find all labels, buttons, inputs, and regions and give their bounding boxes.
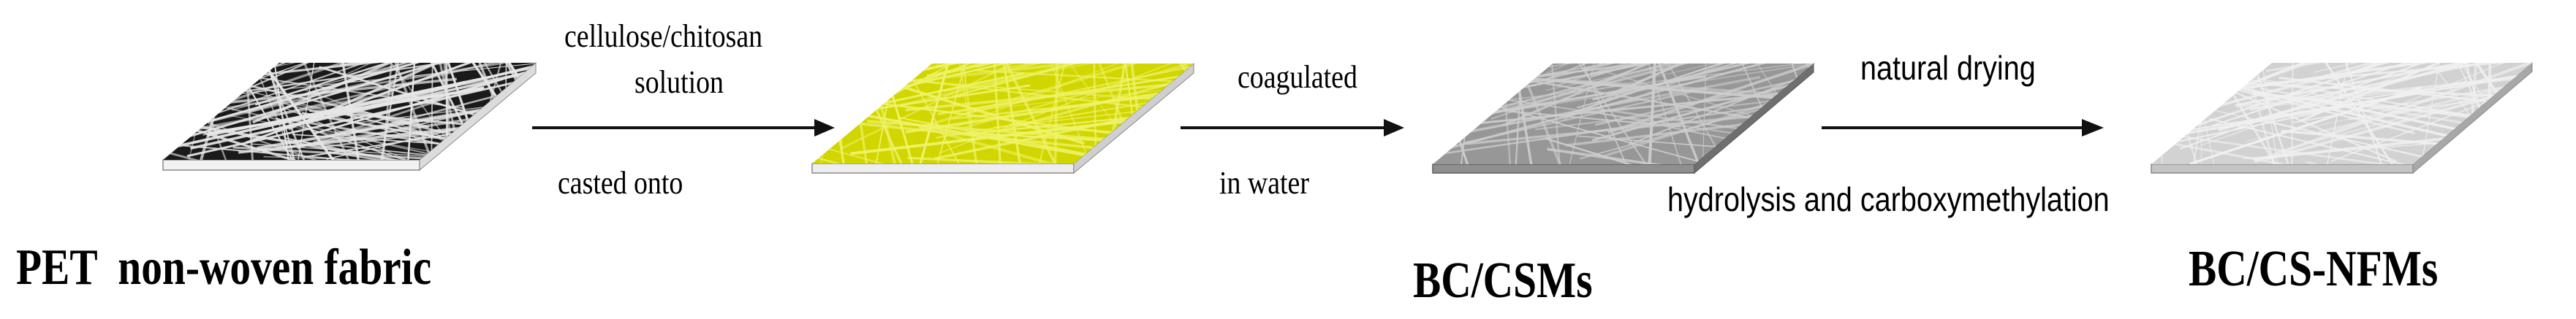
bc-cs-nfms-label: BC/CS-NFMs [2189, 241, 2439, 297]
step1-label-casted-onto: casted onto [558, 165, 683, 201]
step2-label-coagulated: coagulated [1238, 59, 1357, 95]
step3-label-natural-drying: natural drying [1860, 49, 2036, 87]
bc-cs-nfms-plate [2151, 61, 2533, 174]
step1-label-cellulose-chitosan: cellulose/chitosan [564, 18, 763, 54]
step2-label-in-water: in water [1219, 165, 1309, 201]
step1-label-solution: solution [634, 64, 724, 100]
step3-label-hydrolysis-carboxymethylation: hydrolysis and carboxymethylation [1667, 180, 2110, 218]
step1-arrow-icon [532, 119, 835, 137]
pet-nonwoven-fabric-label: PET non-woven fabric [16, 239, 432, 296]
step3-arrow-icon [1822, 119, 2104, 137]
bc-csms-plate [1432, 62, 1814, 174]
step2-arrow-icon [1181, 119, 1404, 137]
bc-csms-label: BC/CSMs [1413, 253, 1593, 309]
